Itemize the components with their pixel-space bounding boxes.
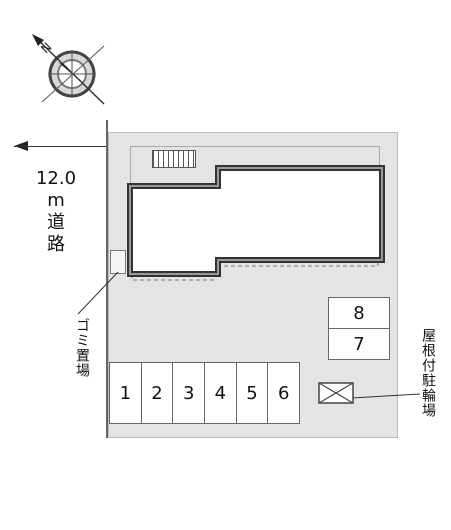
road-width: 12.0 (35, 168, 77, 189)
parking-space-3: 3 (172, 362, 206, 424)
garbage-area-label: ゴミ置場 (74, 318, 90, 378)
parking-space-6: 6 (267, 362, 301, 424)
parking-space-5: 5 (235, 362, 269, 424)
parking-space-1: 1 (109, 362, 142, 424)
road-unit: m (47, 190, 65, 211)
bicycle-parking-label: 屋根付駐輪場 (420, 328, 436, 418)
apartment-building-footprint (127, 165, 385, 277)
road-name-char-2: 路 (47, 234, 65, 255)
stairs-icon (152, 150, 196, 168)
compass-rose-icon: N (32, 34, 105, 105)
parking-space-2: 2 (140, 362, 174, 424)
road-pointer-line (14, 146, 106, 147)
road-name-char-1: 道 (47, 212, 65, 233)
parking-space-8: 8 (328, 297, 390, 329)
parking-space-7: 7 (328, 328, 390, 360)
road-label: 12.0 m 道 路 (30, 168, 82, 256)
parking-space-4: 4 (204, 362, 237, 424)
parking-row-bottom: 1 2 3 4 5 6 (109, 362, 301, 424)
parking-stack-right: 8 7 (328, 297, 390, 360)
bicycle-parking-icon (318, 382, 354, 404)
garbage-area-box (110, 250, 126, 274)
